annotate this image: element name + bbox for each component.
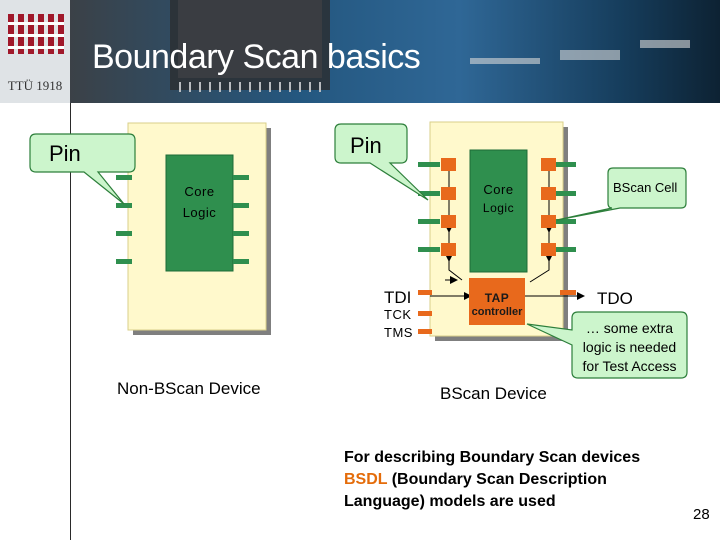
tdi-label: TDI — [384, 288, 411, 308]
bscan-cell-label: BScan Cell — [613, 180, 677, 195]
tms-label: TMS — [384, 325, 413, 340]
left-core-label-line2: Logic — [166, 205, 233, 220]
non-bscan-device — [116, 123, 271, 335]
left-pin-callout — [30, 134, 135, 204]
left-pin-label: Pin — [49, 141, 81, 167]
right-core-label-line2: Logic — [470, 201, 527, 215]
bscan-caption: BScan Device — [440, 384, 547, 404]
extra-logic-note: … some extra logic is needed for Test Ac… — [572, 319, 687, 376]
right-core-label-line1: Core — [470, 182, 527, 197]
tap-label-line1: TAP — [469, 291, 525, 305]
left-core-label-line1: Core — [166, 184, 233, 199]
note-line3: for Test Access — [572, 357, 687, 376]
non-bscan-caption: Non-BScan Device — [117, 379, 261, 399]
description-line3: Language) models are used — [344, 491, 704, 513]
tap-label-line2: controller — [469, 306, 525, 318]
tdo-label: TDO — [597, 289, 633, 309]
note-line2: logic is needed — [572, 338, 687, 357]
tck-label: TCK — [384, 307, 412, 322]
description-line2: BSDL (Boundary Scan Description — [344, 469, 704, 491]
description-line1: For describing Boundary Scan devices — [344, 447, 704, 469]
description-line2-rest: (Boundary Scan Description — [387, 471, 607, 488]
page-number: 28 — [693, 506, 710, 523]
bsdl-keyword: BSDL — [344, 471, 387, 488]
right-pin-label: Pin — [350, 133, 382, 159]
note-line1: … some extra — [572, 319, 687, 338]
bsdl-description: For describing Boundary Scan devices BSD… — [344, 447, 704, 513]
